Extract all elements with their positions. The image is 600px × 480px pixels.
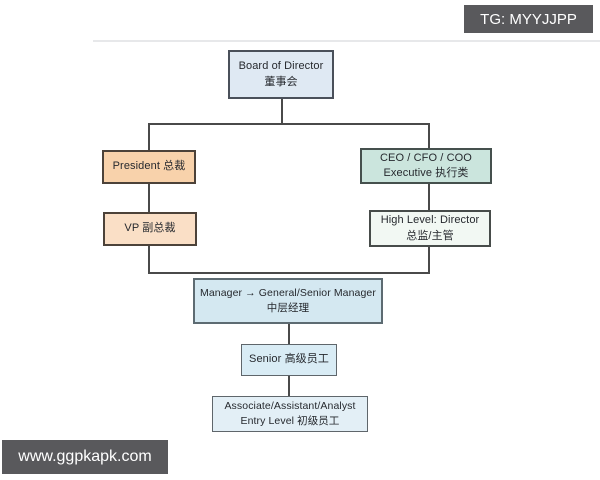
org-node-president: President 总裁 bbox=[102, 150, 196, 184]
node-label-zh: 董事会 bbox=[264, 75, 298, 88]
node-label-zh: 中层经理 bbox=[266, 302, 310, 314]
org-node-entry-level: Associate/Assistant/Analyst Entry Level … bbox=[212, 396, 368, 432]
node-label-en: Manager → General/Senior Manager bbox=[200, 287, 376, 300]
connector-manager-senior bbox=[288, 324, 290, 344]
faint-divider-band bbox=[93, 40, 600, 42]
connector-highlevel-down bbox=[428, 246, 430, 273]
node-label-en: CEO / CFO / COO bbox=[380, 151, 472, 164]
node-label-zh: Executive 执行类 bbox=[383, 167, 469, 179]
website-watermark-badge: www.ggpkapk.com bbox=[2, 440, 168, 474]
website-watermark-text: www.ggpkapk.com bbox=[18, 448, 152, 465]
connector-to-president bbox=[148, 123, 150, 150]
connector-middle-horizontal bbox=[148, 272, 430, 274]
node-label-en: High Level: Director bbox=[380, 214, 480, 227]
telegram-watermark-badge: TG: MYYJJPP bbox=[464, 5, 593, 33]
telegram-watermark-text: TG: MYYJJPP bbox=[480, 10, 577, 28]
org-node-board: Board of Director 董事会 bbox=[228, 50, 334, 99]
org-node-vp: VP 副总裁 bbox=[103, 212, 197, 246]
org-node-high-level: High Level: Director 总监/主管 bbox=[369, 210, 491, 247]
node-label-en: Senior 高级员工 bbox=[249, 353, 329, 366]
org-node-ceo: CEO / CFO / COO Executive 执行类 bbox=[360, 148, 492, 184]
connector-to-ceo bbox=[428, 123, 430, 148]
org-node-manager: Manager → General/Senior Manager 中层经理 bbox=[193, 278, 383, 324]
connector-vp-down bbox=[148, 245, 150, 273]
connector-president-vp bbox=[148, 183, 150, 212]
node-label-zh: Entry Level 初级员工 bbox=[240, 415, 340, 427]
connector-ceo-highlevel bbox=[428, 183, 430, 210]
connector-senior-entry bbox=[288, 376, 290, 396]
org-node-senior: Senior 高级员工 bbox=[241, 344, 337, 376]
connector-top-horizontal bbox=[148, 123, 430, 125]
node-label-en: Board of Director bbox=[238, 60, 324, 73]
node-label-en: VP 副总裁 bbox=[124, 222, 176, 235]
node-label-zh: 总监/主管 bbox=[406, 229, 454, 242]
node-label-en: Associate/Assistant/Analyst bbox=[224, 400, 356, 413]
node-label-en: President 总裁 bbox=[112, 160, 186, 173]
connector-board-down bbox=[281, 99, 283, 123]
